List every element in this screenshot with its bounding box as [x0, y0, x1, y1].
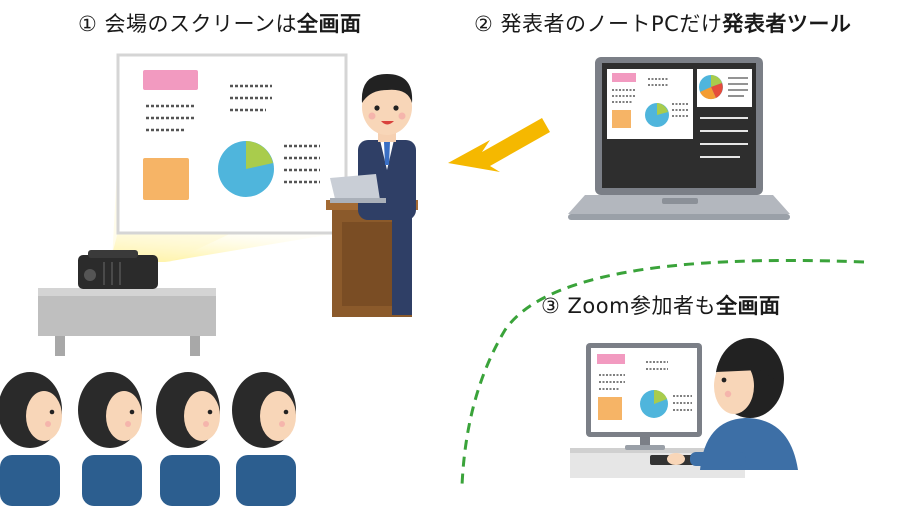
- podium-laptop-icon: [330, 174, 386, 203]
- caption-presenter-text: 発表者のノートPCだけ: [500, 12, 723, 36]
- caption-venue-number: ①: [78, 12, 98, 36]
- zoom-participant-scene: [570, 338, 798, 478]
- audience-member: [0, 372, 62, 506]
- projector-table: [38, 290, 216, 336]
- caption-venue-screen: ① 会場のスクリーンは全画面: [78, 8, 361, 38]
- screen-text-lines-left: [146, 104, 194, 132]
- screen-slide-image: [143, 158, 189, 200]
- caption-presenter-laptop: ② 発表者のノートPCだけ発表者ツール: [474, 8, 851, 38]
- caption-venue-text: 会場のスクリーンは: [104, 12, 297, 36]
- audience-member: [156, 372, 220, 506]
- projector-table-leg: [190, 336, 200, 356]
- audience: [0, 372, 296, 506]
- projector-table-top: [38, 288, 216, 296]
- screen-pie-chart: [218, 141, 274, 197]
- laptop-icon: [568, 57, 790, 220]
- caption-venue-bold: 全画面: [296, 12, 362, 36]
- screen-text-lines-right: [230, 84, 320, 184]
- zoom-participant-person: [667, 338, 798, 470]
- caption-presenter-number: ②: [474, 12, 494, 36]
- caption-zoom-participants: ③ Zoom参加者も全画面: [541, 290, 781, 320]
- dashed-separator: [460, 258, 865, 487]
- caption-zoom-bold: 全画面: [716, 294, 781, 318]
- caption-zoom-number: ③: [541, 294, 561, 318]
- projector-table-leg: [55, 336, 65, 356]
- audience-member: [232, 372, 296, 506]
- projector-beam: [110, 232, 345, 262]
- caption-zoom-text: Zoom参加者も: [567, 294, 717, 318]
- projector-icon: [78, 250, 158, 289]
- presenter-person: [358, 74, 416, 315]
- screen-slide-title: [143, 70, 198, 90]
- caption-presenter-bold: 発表者ツール: [722, 12, 852, 36]
- venue-scene: [0, 53, 418, 506]
- monitor-icon: [586, 343, 702, 450]
- presenter-notes: [700, 117, 748, 158]
- audience-member: [78, 372, 142, 506]
- laptop-base: [568, 195, 790, 214]
- arrow-left-icon: [448, 118, 550, 172]
